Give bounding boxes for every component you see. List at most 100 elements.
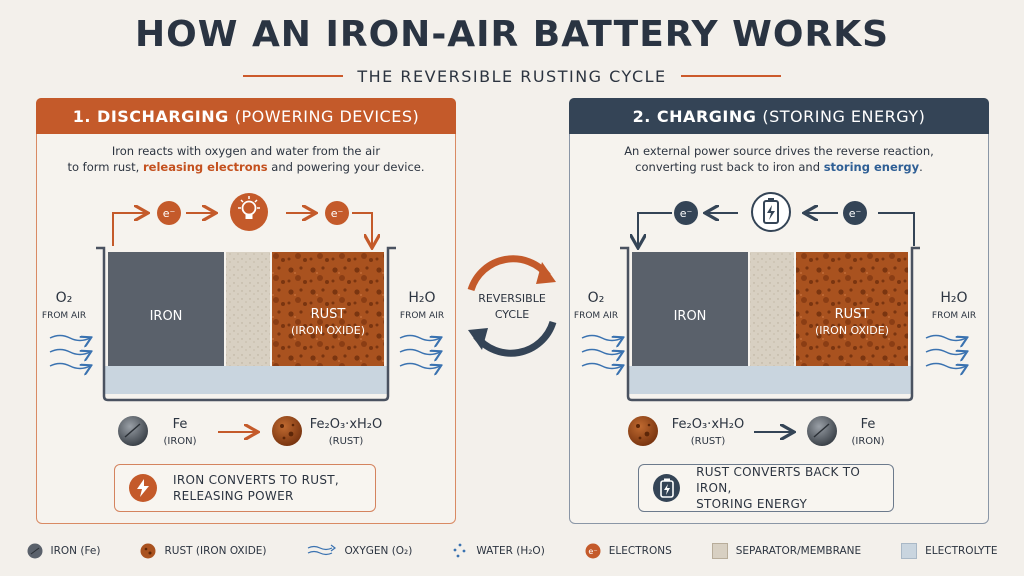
legend-item-electrolyte: ELECTROLYTE bbox=[901, 543, 997, 559]
rust-cell-label: RUST bbox=[311, 307, 346, 322]
page-title: HOW AN IRON-AIR BATTERY WORKS bbox=[134, 14, 890, 55]
rust-cell-sublabel: (IRON OXIDE) bbox=[815, 324, 889, 337]
iron-cell-label: IRON bbox=[150, 309, 183, 324]
svg-text:e⁻: e⁻ bbox=[849, 207, 862, 220]
battery-charging-icon bbox=[751, 192, 791, 232]
iron-electrode bbox=[108, 252, 224, 366]
water-source: FROM AIR bbox=[932, 311, 976, 321]
legend-item-rust: RUST (IRON OXIDE) bbox=[140, 543, 267, 559]
discharging-description: Iron reacts with oxygen and water from t… bbox=[47, 143, 445, 175]
legend-label: WATER (H₂O) bbox=[476, 545, 545, 557]
product-formula: Fe bbox=[861, 417, 876, 432]
electron-icon: e⁻ bbox=[585, 543, 601, 559]
svg-text:e⁻: e⁻ bbox=[331, 207, 344, 220]
subtitle-divider-right bbox=[680, 75, 781, 77]
discharging-panel: 1. DISCHARGING (POWERING DEVICES) Iron r… bbox=[36, 98, 456, 524]
product-name: (IRON) bbox=[851, 436, 884, 447]
iron-sphere-icon bbox=[27, 543, 43, 559]
legend-item-iron: IRON (Fe) bbox=[27, 543, 101, 559]
subtitle-divider-left bbox=[243, 75, 344, 77]
svg-text:e⁻: e⁻ bbox=[680, 207, 693, 220]
svg-text:e⁻: e⁻ bbox=[588, 547, 597, 556]
air-flow-icon bbox=[399, 334, 440, 369]
rust-electrode bbox=[796, 252, 908, 366]
reversible-cycle-icon: REVERSIBLE CYCLE bbox=[467, 255, 557, 357]
rust-sphere-icon bbox=[628, 416, 658, 446]
rust-cell-sublabel: (IRON OXIDE) bbox=[291, 324, 365, 337]
discharging-status-line1: IRON CONVERTS TO RUST, bbox=[173, 473, 340, 487]
legend-item-electrons: e⁻ ELECTRONS bbox=[585, 543, 672, 559]
charging-paren-title: (STORING ENERGY) bbox=[762, 106, 926, 126]
product-name: (RUST) bbox=[329, 436, 364, 447]
charging-battery-cell: IRON RUST (IRON OXIDE) bbox=[620, 246, 920, 402]
charging-desc-line2: converting rust back to iron and storing… bbox=[635, 160, 923, 174]
svg-text:e⁻: e⁻ bbox=[163, 207, 176, 220]
electron-icon: e⁻ bbox=[157, 201, 181, 225]
iron-sphere-icon bbox=[807, 416, 837, 446]
rust-sphere-icon bbox=[272, 416, 302, 446]
releasing-electrons-highlight: releasing electrons bbox=[142, 160, 268, 174]
legend-label: OXYGEN (O₂) bbox=[344, 545, 413, 557]
cycle-label-line2: CYCLE bbox=[495, 308, 529, 321]
discharging-desc-line2: to form rust, releasing electrons and po… bbox=[67, 160, 425, 174]
reactant-formula: Fe₂O₃·xH₂O bbox=[672, 417, 744, 432]
air-flow-icon bbox=[49, 334, 90, 369]
electrolyte-layer bbox=[104, 366, 388, 394]
battery-charging-icon bbox=[653, 474, 681, 502]
discharging-number-title: 1. DISCHARGING bbox=[72, 106, 229, 126]
legend-label: ELECTROLYTE bbox=[925, 545, 998, 557]
oxygen-formula: O₂ bbox=[56, 290, 73, 306]
air-flow-icon bbox=[307, 544, 336, 556]
charging-circuit bbox=[638, 213, 915, 246]
charging-status-line2: STORING ENERGY bbox=[696, 497, 808, 511]
legend-item-oxygen: OXYGEN (O₂) bbox=[307, 543, 413, 559]
water-formula: H₂O bbox=[940, 290, 967, 306]
water-droplets-icon bbox=[453, 543, 466, 558]
water-source: FROM AIR bbox=[400, 311, 444, 321]
reactant-name: (RUST) bbox=[691, 436, 726, 447]
charging-status: RUST CONVERTS BACK TO IRON, STORING ENER… bbox=[638, 464, 894, 512]
legend-label: RUST (IRON OXIDE) bbox=[164, 545, 267, 557]
lightning-bolt-icon bbox=[129, 474, 157, 502]
oxygen-source: FROM AIR bbox=[574, 311, 618, 321]
product-formula: Fe₂O₃·xH₂O bbox=[310, 417, 382, 432]
discharging-paren-title: (POWERING DEVICES) bbox=[234, 106, 420, 126]
legend-item-separator: SEPARATOR/MEMBRANE bbox=[711, 543, 862, 559]
discharging-status-line2: RELEASING POWER bbox=[173, 489, 294, 503]
storing-energy-highlight: storing energy bbox=[823, 160, 920, 174]
discharging-circuit bbox=[112, 213, 372, 246]
cycle-label-line1: REVERSIBLE bbox=[478, 292, 546, 305]
legend-label: SEPARATOR/MEMBRANE bbox=[735, 545, 862, 557]
electrolyte-layer bbox=[628, 366, 912, 394]
rust-electrode bbox=[272, 252, 384, 366]
iron-electrode bbox=[632, 252, 748, 366]
electrolyte-swatch-icon bbox=[901, 543, 918, 559]
subtitle: THE REVERSIBLE RUSTING CYCLE bbox=[357, 66, 667, 86]
charging-header: 2. CHARGING (STORING ENERGY) bbox=[569, 98, 989, 134]
legend-label: IRON (Fe) bbox=[50, 545, 101, 557]
separator-membrane bbox=[226, 252, 270, 366]
separator-membrane bbox=[750, 252, 794, 366]
discharging-battery-cell: IRON RUST (IRON OXIDE) bbox=[96, 246, 396, 402]
separator-swatch-icon bbox=[711, 543, 728, 559]
air-flow-icon bbox=[581, 334, 622, 369]
discharging-desc-line1: Iron reacts with oxygen and water from t… bbox=[111, 144, 381, 158]
subtitle-row: THE REVERSIBLE RUSTING CYCLE bbox=[0, 64, 1024, 88]
electron-icon: e⁻ bbox=[674, 201, 698, 225]
discharging-status: IRON CONVERTS TO RUST, RELEASING POWER bbox=[114, 464, 376, 512]
charging-number-title: 2. CHARGING bbox=[632, 106, 757, 126]
charging-description: An external power source drives the reve… bbox=[580, 143, 978, 175]
electron-icon: e⁻ bbox=[843, 201, 867, 225]
reactant-name: (IRON) bbox=[163, 436, 196, 447]
reactant-formula: Fe bbox=[173, 417, 188, 432]
oxygen-formula: O₂ bbox=[588, 290, 605, 306]
water-formula: H₂O bbox=[408, 290, 435, 306]
charging-status-line1: RUST CONVERTS BACK TO IRON, bbox=[696, 465, 861, 495]
iron-sphere-icon bbox=[118, 416, 148, 446]
air-flow-icon bbox=[925, 334, 966, 369]
rust-sphere-icon bbox=[140, 543, 156, 559]
electron-icon: e⁻ bbox=[325, 201, 349, 225]
legend: IRON (Fe) RUST (IRON OXIDE) OXYGEN (O₂) … bbox=[0, 540, 1024, 562]
oxygen-source: FROM AIR bbox=[42, 311, 86, 321]
